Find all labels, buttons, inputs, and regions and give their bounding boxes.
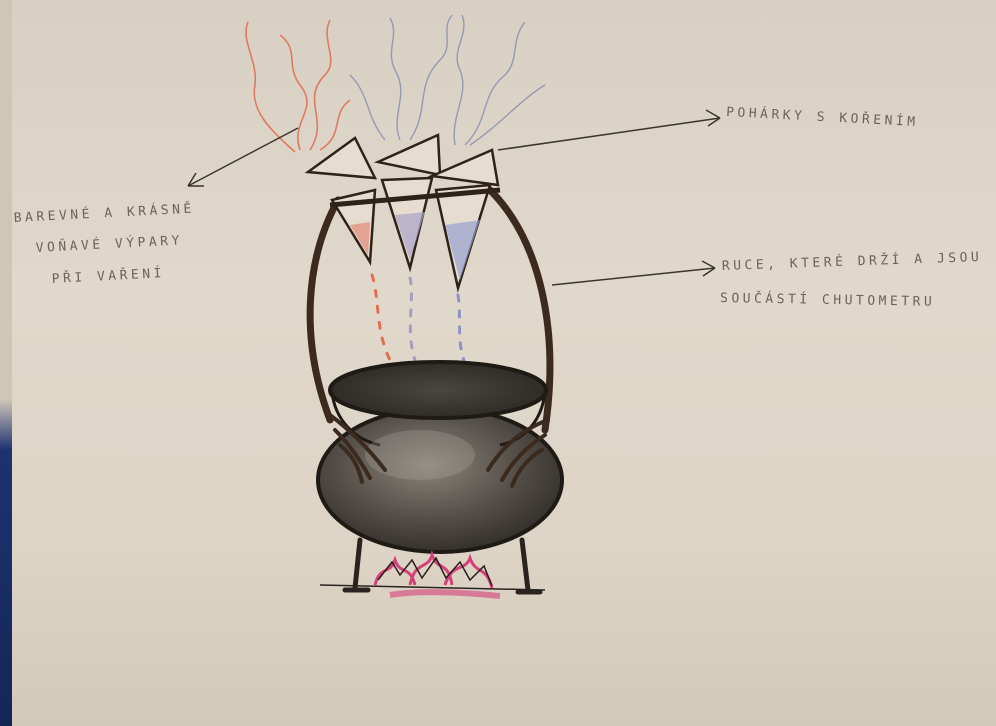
hands-label-line2: SOUČÁSTÍ CHUTOMETRU <box>720 290 935 310</box>
vapors-label-line1: BAREVNÉ A KRÁSNĚ <box>13 201 195 226</box>
red-vapor <box>246 20 350 152</box>
spice-cups <box>308 135 500 288</box>
vapors-label-line3: PŘI VAŘENÍ <box>51 265 165 287</box>
hands-label-line1: RUCE, KTERÉ DRŽÍ A JSOU <box>722 249 983 274</box>
cups-label: POHÁRKY S KOŘENÍM <box>726 104 919 130</box>
spice-trails <box>372 275 468 370</box>
vapors-label-line2: VOŇAVÉ VÝPARY <box>35 232 183 256</box>
blue-vapor <box>350 15 545 145</box>
cauldron <box>318 362 562 552</box>
